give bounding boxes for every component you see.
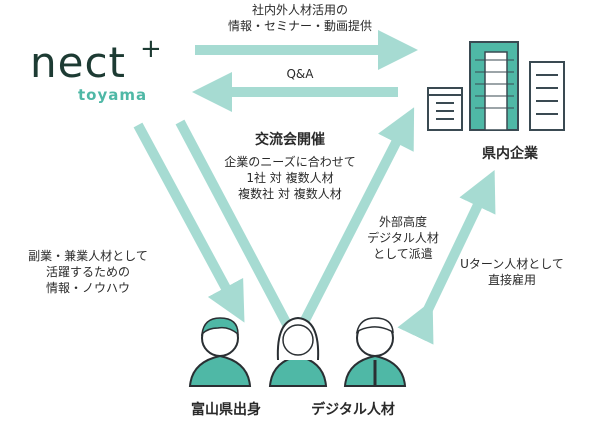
logo-to-origin-arrow xyxy=(133,122,245,323)
person-icon-right xyxy=(343,317,407,387)
logo-to-digital-arrow xyxy=(175,119,295,333)
uturn-two-way-arrow xyxy=(397,169,496,345)
uturn-label: Uターン人材として 直接雇用 xyxy=(460,257,564,287)
logo-text: nect xyxy=(30,38,127,87)
origin-label: 富山県出身 xyxy=(191,402,261,418)
company-label: 県内企業 xyxy=(482,146,538,162)
logo-region: toyama xyxy=(78,86,148,104)
qa-label: Q&A xyxy=(286,67,314,81)
exchange-title: 交流会開催 xyxy=(255,132,325,148)
logo-plus: + xyxy=(140,34,162,64)
building-small-icon xyxy=(427,87,463,131)
person-icon-center xyxy=(268,316,328,387)
digital-label: デジタル人材 xyxy=(311,402,395,418)
building-right-icon xyxy=(529,61,565,131)
dispatch-label: 外部高度 デジタル人材 として派遣 xyxy=(367,215,439,261)
left-arrow-label: 副業・兼業人材として 活躍するための 情報・ノウハウ xyxy=(28,249,148,295)
top-arrow-label: 社内外人材活用の 情報・セミナー・動画提供 xyxy=(227,3,372,33)
person-icon-left xyxy=(188,317,252,387)
digital-to-company-arrow xyxy=(295,107,415,333)
exchange-block: 交流会開催 企業のニーズに合わせて 1社 対 複数人材 複数社 対 複数人材 xyxy=(210,132,370,202)
building-tall-icon xyxy=(469,41,519,131)
